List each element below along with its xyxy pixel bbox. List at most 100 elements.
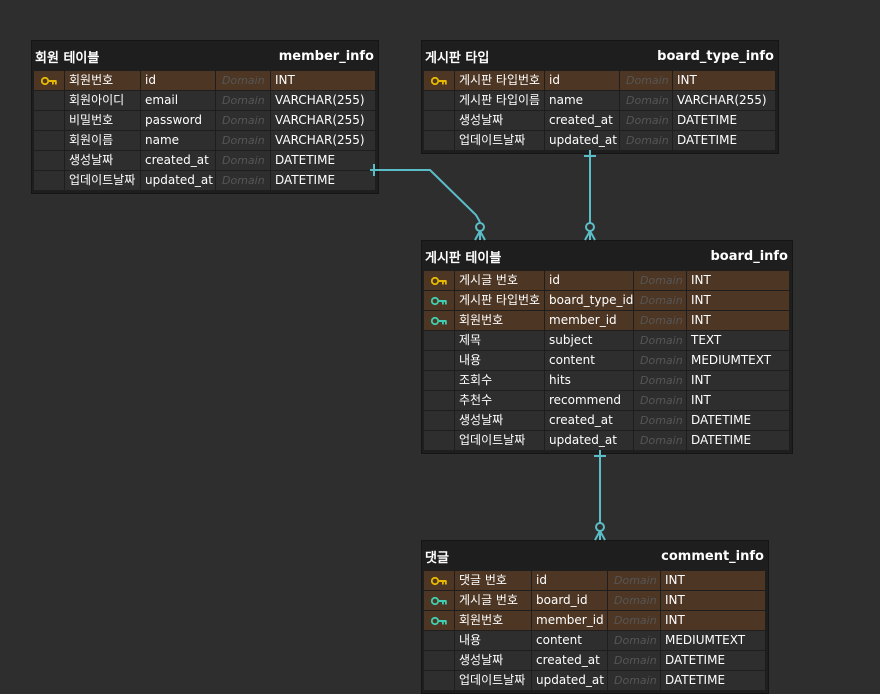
primary-key-icon [41, 76, 57, 86]
column-physical-name: board_type_id [545, 291, 633, 310]
table-physical-name: comment_info [661, 548, 764, 564]
key-cell [424, 71, 454, 90]
column-domain: Domain [620, 111, 672, 130]
column-domain: Domain [634, 331, 686, 350]
key-cell [424, 391, 454, 410]
column-logical-name: 업데이트날짜 [65, 171, 140, 190]
column-physical-name: updated_at [141, 171, 215, 190]
column-domain: Domain [634, 351, 686, 370]
column-type: VARCHAR(255) [673, 91, 775, 110]
table-header[interactable]: 게시판 테이블 board_info [422, 241, 792, 271]
column-type: DATETIME [673, 111, 775, 130]
column-logical-name: 회원번호 [455, 311, 544, 330]
column-physical-name: subject [545, 331, 633, 350]
column-physical-name: created_at [532, 651, 607, 670]
column-physical-name: name [545, 91, 619, 110]
column-logical-name: 생성날짜 [455, 411, 544, 430]
column-domain: Domain [216, 71, 270, 90]
column-logical-name: 업데이트날짜 [455, 131, 544, 150]
column-domain: Domain [608, 651, 660, 670]
column-domain: Domain [608, 611, 660, 630]
primary-key-icon [431, 76, 447, 86]
column-type: DATETIME [687, 431, 789, 450]
column-logical-name: 게시글 번호 [455, 591, 531, 610]
column-physical-name: email [141, 91, 215, 110]
key-cell [424, 631, 454, 650]
column-physical-name: updated_at [532, 671, 607, 690]
foreign-key-icon [431, 616, 447, 626]
column-physical-name: id [532, 571, 607, 590]
key-cell [424, 331, 454, 350]
column-logical-name: 게시글 번호 [455, 271, 544, 290]
column-logical-name: 내용 [455, 631, 531, 650]
column-type: TEXT [687, 331, 789, 350]
column-domain: Domain [620, 131, 672, 150]
column-physical-name: created_at [545, 111, 619, 130]
column-logical-name: 게시판 타입번호 [455, 71, 544, 90]
column-domain: Domain [216, 171, 270, 190]
column-domain: Domain [620, 91, 672, 110]
key-cell [424, 91, 454, 110]
column-logical-name: 생성날짜 [455, 111, 544, 130]
table-physical-name: member_info [278, 48, 374, 64]
column-logical-name: 회원아이디 [65, 91, 140, 110]
key-cell [424, 131, 454, 150]
column-type: VARCHAR(255) [271, 91, 375, 110]
column-type: INT [661, 571, 765, 590]
column-domain: Domain [634, 411, 686, 430]
column-physical-name: password [141, 111, 215, 130]
key-cell [34, 131, 64, 150]
column-type: INT [687, 271, 789, 290]
column-domain: Domain [216, 131, 270, 150]
foreign-key-icon [431, 296, 447, 306]
column-physical-name: hits [545, 371, 633, 390]
column-logical-name: 게시판 타입이름 [455, 91, 544, 110]
column-domain: Domain [634, 431, 686, 450]
column-physical-name: member_id [532, 611, 607, 630]
column-logical-name: 회원이름 [65, 131, 140, 150]
primary-key-icon [431, 276, 447, 286]
key-cell [424, 411, 454, 430]
column-logical-name: 회원번호 [455, 611, 531, 630]
column-domain: Domain [634, 291, 686, 310]
column-domain: Domain [634, 391, 686, 410]
table-physical-name: board_info [710, 248, 788, 264]
key-cell [424, 591, 454, 610]
table-logical-name: 게시판 테이블 [425, 250, 502, 266]
column-domain: Domain [608, 591, 660, 610]
column-logical-name: 생성날짜 [65, 151, 140, 170]
